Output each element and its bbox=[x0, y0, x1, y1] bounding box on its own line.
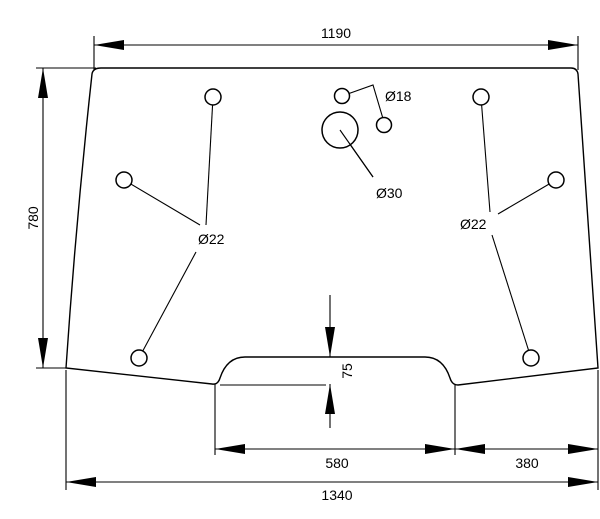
dimension-label-380: 380 bbox=[515, 455, 539, 471]
dimension-label-780: 780 bbox=[25, 206, 41, 230]
right-hole-group: Ø22 bbox=[460, 88, 565, 367]
hole-small-left bbox=[333, 87, 351, 105]
dimension-notch-depth: 75 bbox=[220, 295, 355, 428]
dimension-label-1340: 1340 bbox=[321, 487, 352, 503]
hole-right-top bbox=[472, 88, 490, 106]
hole-small-right bbox=[375, 116, 393, 134]
dimension-label-1190: 1190 bbox=[321, 25, 351, 41]
dimension-notch-width: 580 bbox=[214, 384, 456, 471]
left-hole-group: Ø22 bbox=[115, 88, 225, 367]
dimension-right-offset: 380 bbox=[455, 370, 599, 490]
dimension-bottom-width: 1340 bbox=[65, 370, 598, 503]
dimension-height: 780 bbox=[25, 67, 96, 369]
dimension-label-75: 75 bbox=[339, 363, 355, 379]
dimension-top-width: 1190 bbox=[93, 25, 579, 70]
hole-left-top bbox=[204, 88, 222, 106]
hole-right-middle bbox=[547, 171, 565, 189]
center-hole-group: Ø18 Ø30 bbox=[321, 84, 412, 201]
hole-left-bottom bbox=[130, 349, 148, 367]
dimension-label-580: 580 bbox=[325, 455, 349, 471]
hole-label-right: Ø22 bbox=[460, 216, 487, 232]
hole-right-bottom bbox=[522, 349, 540, 367]
hole-label-small: Ø18 bbox=[385, 88, 412, 104]
hole-label-large: Ø30 bbox=[376, 185, 403, 201]
panel-outline bbox=[65, 67, 599, 386]
hole-label-left: Ø22 bbox=[198, 231, 225, 247]
hole-left-middle bbox=[115, 171, 133, 189]
